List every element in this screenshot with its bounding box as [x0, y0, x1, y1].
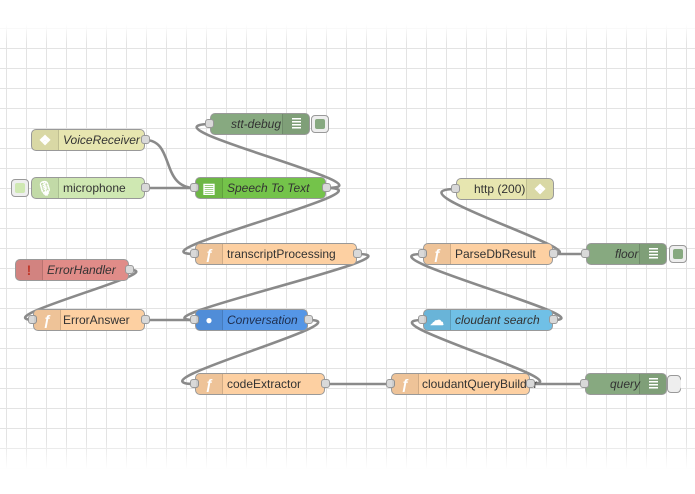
node-floor[interactable]: floor [581, 243, 667, 265]
input-port[interactable] [190, 183, 199, 192]
microphone-icon: 🎙 [32, 178, 59, 198]
node-errorhandler[interactable]: ! ErrorHandler [15, 259, 134, 281]
debug-toggle-button[interactable] [311, 115, 329, 133]
input-port[interactable] [581, 249, 590, 258]
node-query[interactable]: query [580, 373, 667, 395]
node-label: cloudantQueryBuilder [422, 377, 538, 391]
function-icon: ƒ [196, 374, 223, 394]
output-port[interactable] [549, 249, 558, 258]
function-icon: ƒ [392, 374, 419, 394]
input-port[interactable] [580, 379, 589, 388]
wire-transcriptprocessing-to-conversation[interactable] [183, 252, 370, 322]
output-port[interactable] [141, 315, 150, 324]
node-label: query [610, 377, 641, 391]
node-label: Conversation [227, 313, 298, 327]
exclamation-icon: ! [16, 260, 43, 280]
inject-button[interactable] [11, 179, 29, 197]
node-erroranswer[interactable]: ƒ ErrorAnswer [28, 309, 150, 331]
wire-stt-to-transcriptprocessing[interactable] [182, 186, 340, 256]
node-conversation[interactable]: ● Conversation [190, 309, 313, 331]
input-port[interactable] [190, 379, 199, 388]
output-port[interactable] [125, 265, 134, 274]
canvas-fade-top [0, 0, 695, 44]
wire-errorhandler-to-erroranswer[interactable] [23, 268, 138, 322]
input-port[interactable] [190, 249, 199, 258]
websocket-icon: ❖ [32, 130, 59, 150]
function-icon: ƒ [196, 244, 223, 264]
function-icon: ƒ [34, 310, 61, 330]
debug-list-icon [282, 114, 309, 134]
node-label: codeExtractor [227, 377, 302, 391]
node-label: VoiceReceiver [63, 133, 140, 147]
wire-parsedbresult-to-http[interactable] [440, 187, 562, 256]
input-port[interactable] [418, 249, 427, 258]
wire-querybuilder-to-cloudantsearch[interactable] [411, 318, 542, 386]
globe-icon: ❖ [526, 179, 553, 199]
debug-toggle-button[interactable] [669, 245, 687, 263]
node-http-200[interactable]: http (200) ❖ [451, 178, 554, 200]
node-speech-to-text[interactable]: ▤ Speech To Text [190, 177, 331, 199]
output-port[interactable] [304, 315, 313, 324]
node-label: Speech To Text [227, 181, 310, 195]
node-parsedbresult[interactable]: ƒ ParseDbResult [418, 243, 558, 265]
node-label: floor [615, 247, 639, 261]
node-label: transcriptProcessing [227, 247, 336, 261]
node-label: ErrorAnswer [63, 313, 130, 327]
wire-cloudantsearch-to-parsedbresult[interactable] [410, 252, 563, 322]
node-stt-debug[interactable]: stt-debug [205, 113, 310, 135]
document-icon: ▤ [196, 178, 223, 198]
wire-stt-to-debug[interactable] [195, 122, 341, 190]
input-port[interactable] [451, 184, 460, 193]
output-port[interactable] [526, 379, 535, 388]
cloud-icon: ☁ [424, 310, 451, 330]
node-label: http (200) [474, 182, 526, 196]
output-port[interactable] [321, 379, 330, 388]
debug-list-icon [639, 244, 666, 264]
output-port[interactable] [141, 183, 150, 192]
input-port[interactable] [418, 315, 427, 324]
node-label: ErrorHandler [47, 263, 116, 277]
input-port[interactable] [28, 315, 37, 324]
node-label: microphone [63, 181, 126, 195]
wire-conversation-to-codeextractor[interactable] [181, 318, 320, 386]
node-transcriptprocessing[interactable]: ƒ transcriptProcessing [190, 243, 362, 265]
debug-list-icon [639, 374, 666, 394]
node-voicereceiver[interactable]: ❖ VoiceReceiver [31, 129, 150, 151]
function-icon: ƒ [424, 244, 451, 264]
output-port[interactable] [549, 315, 558, 324]
node-cloudant-search[interactable]: ☁ cloudant search [418, 309, 558, 331]
input-port[interactable] [190, 315, 199, 324]
node-cloudantquerybuilder[interactable]: ƒ cloudantQueryBuilder [386, 373, 537, 395]
input-port[interactable] [386, 379, 395, 388]
input-port[interactable] [205, 119, 214, 128]
wire-voicereceiver-to-stt[interactable] [143, 138, 197, 190]
canvas-fade-bottom [0, 440, 695, 494]
output-port[interactable] [141, 135, 150, 144]
node-microphone[interactable]: 🎙 microphone [31, 177, 150, 199]
node-label: stt-debug [231, 117, 282, 131]
node-label: ParseDbResult [455, 247, 536, 261]
node-codeextractor[interactable]: ƒ codeExtractor [190, 373, 330, 395]
output-port[interactable] [322, 183, 331, 192]
node-label: cloudant search [455, 313, 540, 327]
debug-toggle-button[interactable] [667, 375, 681, 393]
output-port[interactable] [353, 249, 362, 258]
chat-bubble-icon: ● [196, 310, 223, 330]
